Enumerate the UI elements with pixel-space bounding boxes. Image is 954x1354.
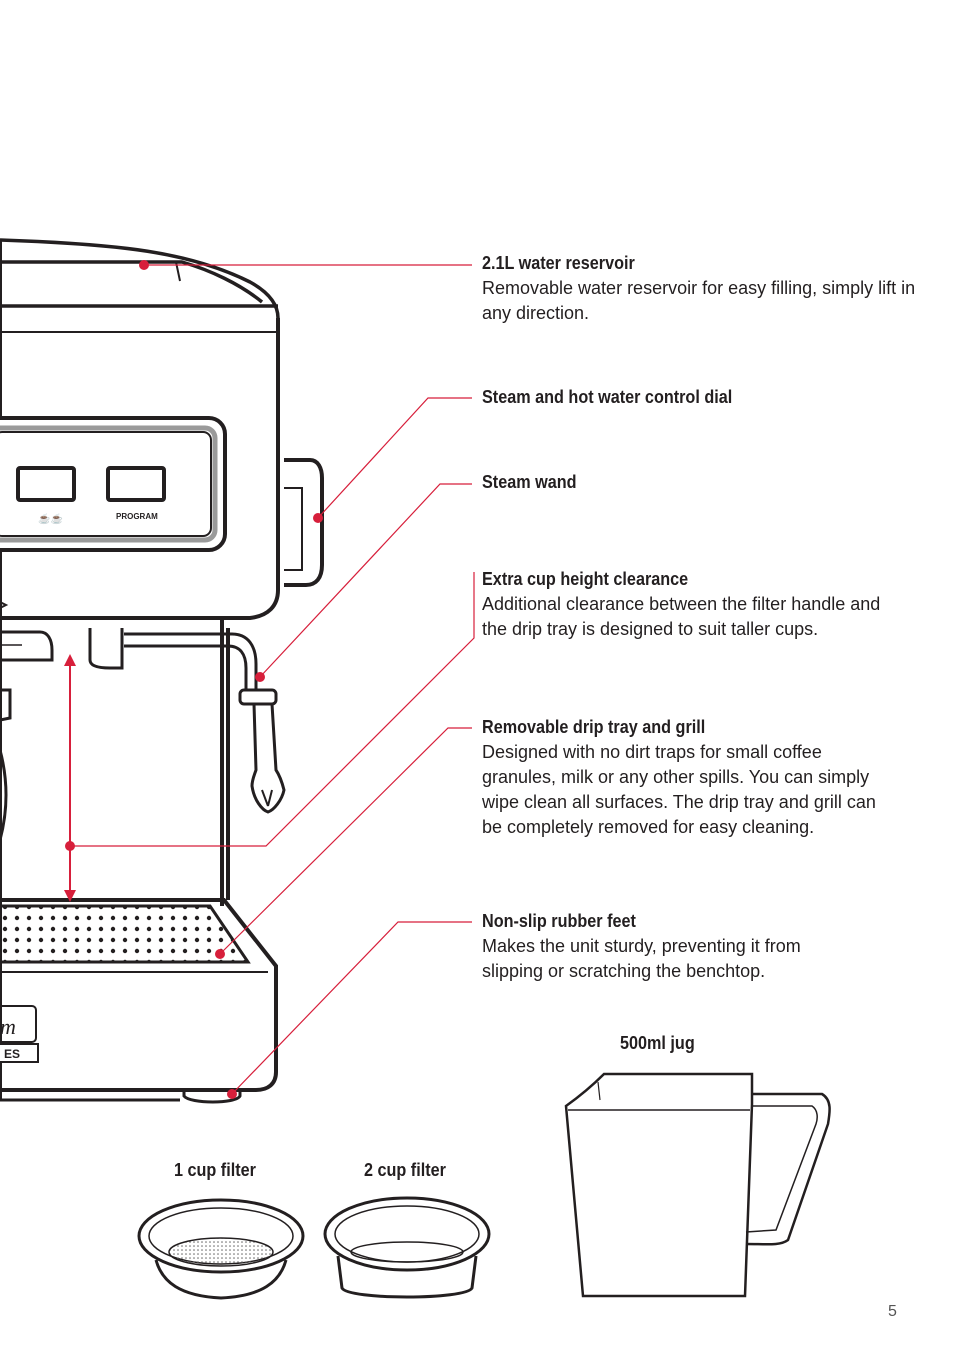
callout-title: Steam wand (482, 472, 577, 492)
leader-dots (65, 260, 323, 1099)
callout-control-dial: Steam and hot water control dial (482, 385, 922, 410)
one-cup-filter-label: 1 cup filter (174, 1160, 256, 1180)
callout-rubber-feet: Non-slip rubber feet Makes the unit stur… (482, 909, 852, 984)
brand-logo: m ES (0, 1005, 39, 1063)
callout-title: Removable drip tray and grill (482, 717, 706, 737)
callout-title: Extra cup height clearance (482, 569, 689, 589)
callout-cup-clearance: Extra cup height clearance Additional cl… (482, 567, 922, 642)
callout-title: Steam and hot water control dial (482, 387, 733, 407)
water-reservoir (0, 238, 280, 333)
program-label: PROGRAM (116, 512, 158, 521)
group-head (0, 601, 124, 841)
clearance-arrow (64, 654, 76, 902)
control-panel: ☕☕ PROGRAM (0, 416, 227, 552)
callout-title: 2.1L water reservoir (482, 253, 635, 273)
machine-body (0, 240, 280, 1100)
steam-wand (124, 632, 286, 814)
leader-lines (70, 264, 475, 1095)
page-number: 5 (888, 1303, 897, 1320)
cups-icon: ☕☕ (38, 512, 63, 525)
two-cup-filter-illustration (323, 1196, 491, 1299)
callout-title: Non-slip rubber feet (482, 911, 636, 931)
drip-tray (0, 898, 278, 1104)
callout-drip-tray: Removable drip tray and grill Designed w… (482, 715, 887, 840)
svg-text:m: m (0, 1014, 16, 1039)
callout-water-reservoir: 2.1L water reservoir Removable water res… (482, 251, 922, 326)
one-cup-filter-illustration (137, 1198, 305, 1300)
two-cup-filter-label: 2 cup filter (364, 1160, 446, 1180)
jug-illustration (564, 1072, 831, 1298)
callout-desc: Makes the unit sturdy, preventing it fro… (482, 936, 801, 981)
jug-label: 500ml jug (620, 1033, 695, 1053)
control-dial (284, 458, 324, 587)
svg-text:ES: ES (4, 1047, 20, 1061)
callout-steam-wand: Steam wand (482, 470, 922, 495)
callout-desc: Removable water reservoir for easy filli… (482, 278, 916, 323)
callout-desc: Additional clearance between the filter … (482, 594, 881, 639)
callout-desc: Designed with no dirt traps for small co… (482, 742, 876, 837)
